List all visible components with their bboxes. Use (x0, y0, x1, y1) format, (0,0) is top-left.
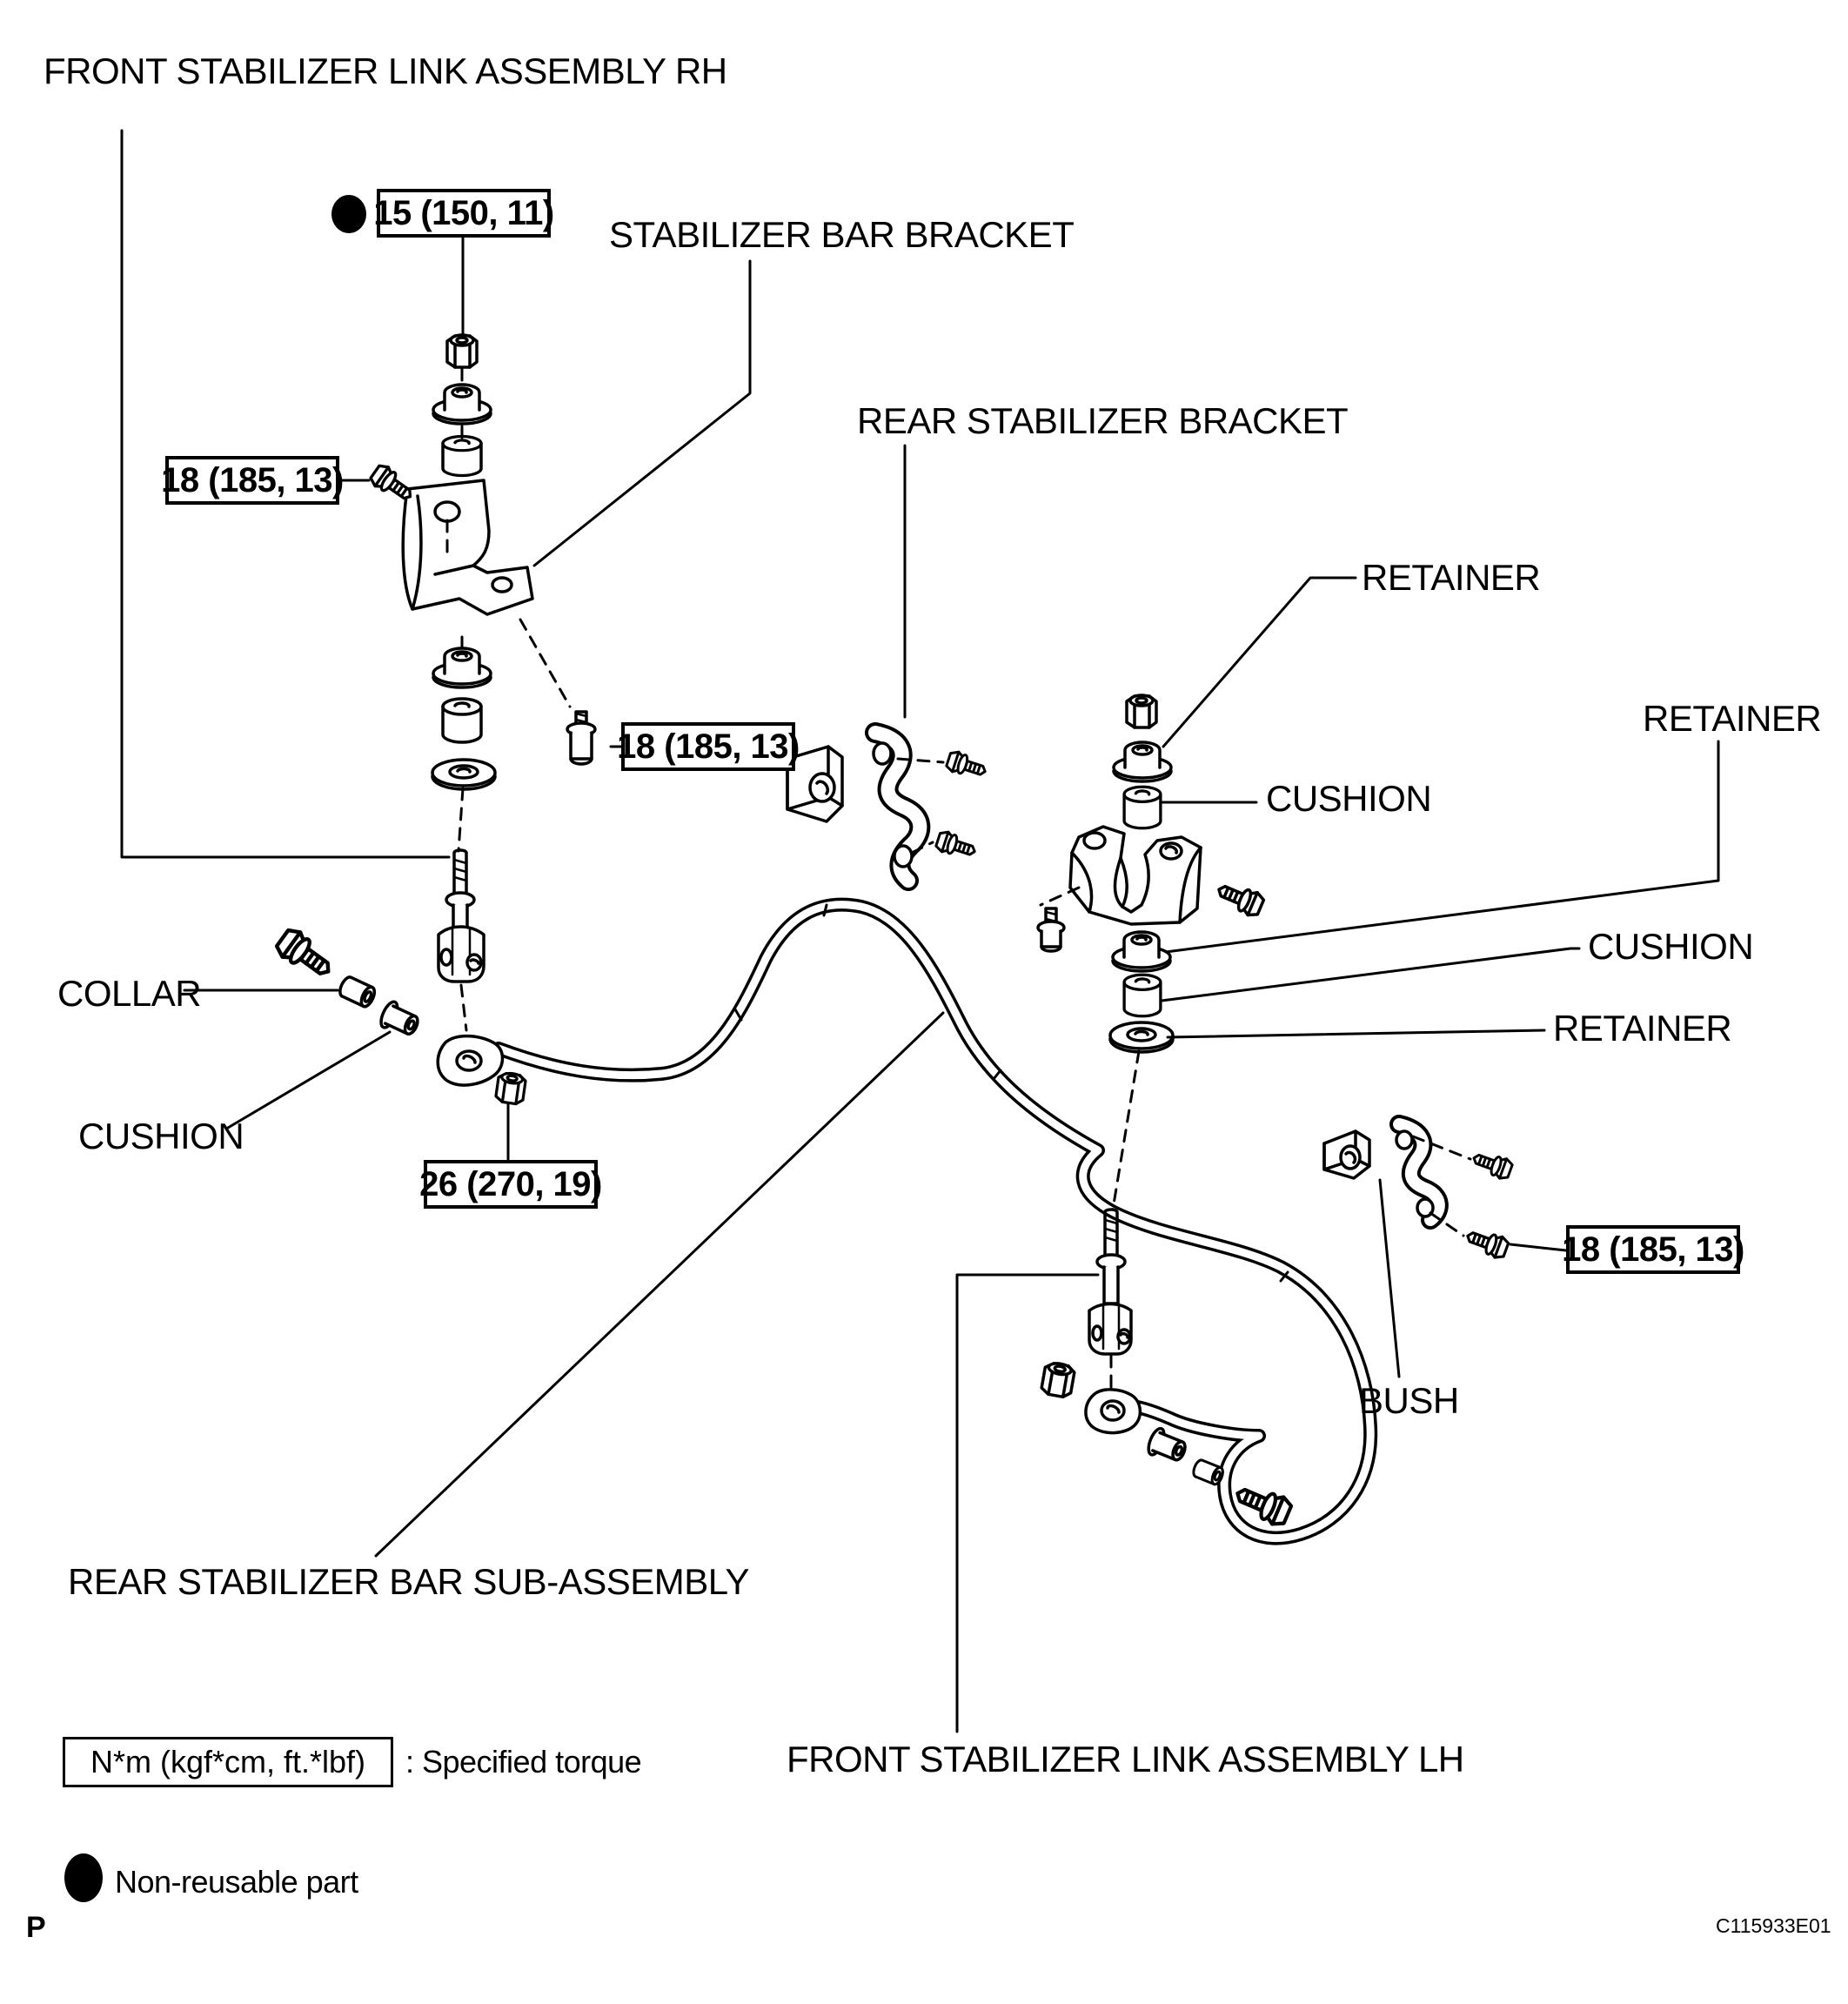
clevis-lh (1088, 1302, 1133, 1356)
right-bracket-stack (1036, 694, 1268, 1054)
bar-eye-rh (436, 1034, 505, 1087)
label-cushion-1: CUSHION (1266, 778, 1432, 819)
label-stabilizer-bar-bracket: STABILIZER BAR BRACKET (609, 214, 1075, 255)
label-rear-stabilizer-bracket: REAR STABILIZER BRACKET (857, 400, 1349, 441)
lock-nut-right (1125, 694, 1158, 729)
retainer-cup-1-right (1112, 741, 1173, 783)
label-bush: BUSH (1359, 1380, 1459, 1421)
page-code: P (26, 1911, 46, 1944)
non-reusable-legend-dot (64, 1853, 103, 1902)
torque-value: 26 (270, 19) (419, 1164, 602, 1203)
label-retainer-1: RETAINER (1362, 557, 1541, 598)
collar-bolt (273, 926, 337, 984)
label-cushion-2: CUSHION (1588, 926, 1754, 967)
front-stabilizer-link-rh-parts (401, 333, 534, 1107)
cushion-1-right (1122, 785, 1162, 830)
cushion-b-lh (1189, 1457, 1227, 1487)
bar-eye-lh (1084, 1388, 1142, 1435)
saddle-bolt-left (1036, 907, 1066, 953)
cushion-a-lh (1143, 1424, 1191, 1468)
link-rod-rh (437, 848, 485, 983)
torque-box-26-270-19: 26 (270, 19) (419, 1160, 602, 1209)
label-retainer-2: RETAINER (1643, 698, 1822, 739)
rear-stabilizer-bar (436, 897, 1378, 1545)
torque-legend-text: N*m (kgf*cm, ft.*lbf) (90, 1744, 366, 1779)
torque-value: 18 (185, 13) (161, 460, 344, 499)
torque-box-18-185-13-c: 18 (185, 13) (1562, 1225, 1744, 1274)
cushion-lower-rh (441, 697, 483, 744)
front-stabilizer-link-lh-parts (1039, 1208, 1293, 1528)
stabilizer-saddle-bracket (1068, 825, 1202, 926)
stabilizer-bar-bracket-part (401, 479, 534, 616)
bracket2-bolt-lower (1462, 1223, 1511, 1262)
bush-clamp-middle (786, 745, 844, 823)
bracket-bolt-upper (944, 748, 990, 783)
bolt-bracket-bottom (566, 710, 597, 766)
torque-value: 18 (185, 13) (1562, 1230, 1744, 1269)
retainer-washer-right (1108, 1021, 1175, 1054)
non-reusable-legend-text: Non-reusable part (115, 1864, 358, 1900)
lock-nut-rh (445, 333, 479, 369)
nut-lh (1039, 1359, 1077, 1400)
label-front-link-lh: FRONT STABILIZER LINK ASSEMBLY LH (787, 1739, 1464, 1779)
torque-value: 15 (150, 11) (373, 193, 554, 232)
retainer-cup-2-right (1111, 930, 1172, 973)
cushion-2-right (1122, 973, 1162, 1018)
collar-part (336, 973, 379, 1010)
torque-legend-description: : Specified torque (405, 1744, 642, 1779)
torque-box-18-185-13-a: 18 (185, 13) (161, 456, 344, 505)
non-reusable-dot-marker (331, 195, 366, 233)
label-cushion-left: CUSHION (78, 1116, 244, 1156)
torque-value: 18 (185, 13) (617, 727, 800, 766)
drawing-code: C115933E01 (1716, 1914, 1831, 1937)
bracket2-bolt-upper (1469, 1147, 1516, 1183)
bracket-bolt-lower (934, 828, 980, 863)
retainer-cup-upper-rh (432, 383, 492, 426)
torque-box-15-150-11: 15 (150, 11) (373, 189, 554, 238)
label-collar: COLLAR (57, 973, 202, 1014)
retainer-cup-lower-rh (432, 647, 492, 689)
bush-clamp-right (1322, 1129, 1371, 1180)
leader-lines (120, 129, 1720, 1733)
rear-stabilizer-bracket-part-2 (1389, 1115, 1449, 1230)
nut-26 (493, 1069, 528, 1107)
retainer-washer-rh (431, 758, 497, 791)
cushion-upper-rh (441, 434, 483, 478)
torque-box-18-185-13-b: 18 (185, 13) (617, 722, 800, 771)
label-retainer-3: RETAINER (1553, 1008, 1732, 1049)
label-rear-bar-subassembly: REAR STABILIZER BAR SUB-ASSEMBLY (68, 1561, 749, 1602)
saddle-bolt-right (1212, 876, 1268, 921)
rear-stabilizer-bracket-part (865, 722, 931, 891)
assembly-dashed-lines (445, 367, 1472, 1392)
torque-legend-box: N*m (kgf*cm, ft.*lbf) (63, 1737, 393, 1787)
label-front-link-rh: FRONT STABILIZER LINK ASSEMBLY RH (44, 50, 727, 91)
